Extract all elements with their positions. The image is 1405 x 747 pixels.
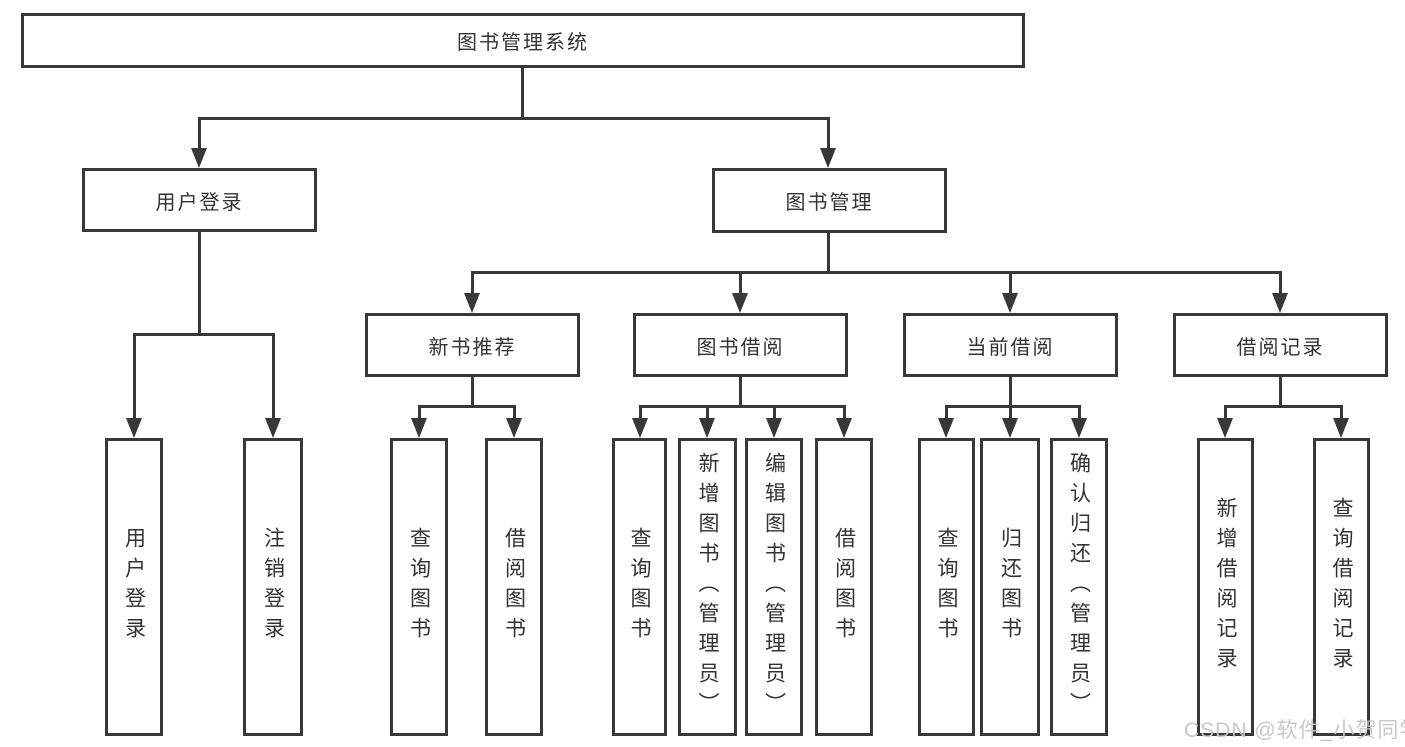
leaf-cb-query-books: 查询图书	[918, 438, 975, 736]
leaf-bb-borrow-books-label: 借阅图书	[832, 527, 856, 647]
node-user-login: 用户登录	[82, 168, 317, 232]
leaf-br-query-borrow-record-label: 查询借阅记录	[1330, 497, 1354, 677]
connector-level3-branch	[471, 271, 1281, 274]
arrowhead-cb-leaf1	[938, 418, 954, 438]
connector-cb-leaf2-drop	[1009, 405, 1012, 420]
leaf-br-add-borrow-record: 新增借阅记录	[1197, 438, 1254, 736]
arrowhead-bb-leaf1	[632, 418, 648, 438]
connector-currentborrow-branch	[945, 405, 1081, 408]
leaf-user-login-label: 用户登录	[122, 527, 146, 647]
arrowhead-cb-leaf2	[1002, 418, 1018, 438]
leaf-user-login: 用户登录	[105, 438, 163, 736]
leaf-nb-borrow-books-label: 借阅图书	[502, 527, 526, 647]
leaf-br-add-borrow-record-label: 新增借阅记录	[1214, 497, 1238, 677]
leaf-nb-borrow-books: 借阅图书	[485, 438, 543, 736]
leaf-nb-query-books: 查询图书	[390, 438, 448, 736]
connector-cb-leaf1-drop	[945, 405, 948, 420]
leaf-br-query-borrow-record: 查询借阅记录	[1313, 438, 1370, 736]
connector-borrowrecords-drop	[1279, 271, 1282, 295]
arrowhead-bb-leaf3	[766, 418, 782, 438]
connector-cb-leaf3-drop	[1078, 405, 1081, 420]
connector-leaf-login-drop	[133, 333, 136, 420]
connector-bb-leaf4-drop	[843, 405, 846, 420]
connector-br-leaf2-drop	[1340, 405, 1343, 420]
csdn-watermark: CSDN @软件_小贺同学	[1184, 719, 1405, 742]
connector-borrowrecords-branch	[1224, 405, 1343, 408]
leaf-bb-add-books-admin: 新增图书（管理员）	[678, 438, 737, 736]
arrowhead-br-leaf2	[1333, 418, 1349, 438]
arrowhead-book-mgmt	[820, 148, 836, 168]
node-book-borrow: 图书借阅	[633, 313, 848, 377]
leaf-bb-borrow-books: 借阅图书	[815, 438, 873, 736]
connector-bb-leaf3-drop	[773, 405, 776, 420]
connector-user-login-branch	[133, 333, 275, 336]
connector-bb-leaf1-drop	[639, 405, 642, 420]
connector-book-mgmt-drop	[827, 117, 830, 149]
arrowhead-cb-leaf3	[1071, 418, 1087, 438]
arrowhead-leaf-login	[126, 418, 142, 438]
connector-newbook-branch	[418, 405, 516, 408]
leaf-cb-confirm-return-admin-label: 确认归还（管理员）	[1067, 452, 1091, 722]
arrowhead-br-leaf1	[1217, 418, 1233, 438]
node-borrow-records: 借阅记录	[1173, 313, 1388, 377]
leaf-cb-return-books: 归还图书	[980, 438, 1040, 736]
connector-root-branch	[198, 117, 830, 120]
connector-borrowrecords-stem	[1279, 377, 1282, 408]
arrowhead-nb-leaf1	[411, 418, 427, 438]
node-book-management: 图书管理	[712, 168, 947, 233]
node-library-management-system: 图书管理系统	[21, 13, 1025, 68]
arrowhead-leaf-logout	[265, 418, 281, 438]
connector-bookborrow-stem	[739, 377, 742, 408]
leaf-cb-confirm-return-admin: 确认归还（管理员）	[1050, 438, 1108, 736]
leaf-bb-edit-books-admin-label: 编辑图书（管理员）	[762, 452, 786, 722]
connector-root-stem	[521, 68, 524, 118]
leaf-bb-edit-books-admin: 编辑图书（管理员）	[745, 438, 803, 736]
leaf-bb-query-books: 查询图书	[612, 438, 667, 736]
connector-nb-leaf1-drop	[418, 405, 421, 420]
arrowhead-borrowrecords	[1272, 293, 1288, 313]
connector-newbook-stem	[471, 377, 474, 408]
leaf-cb-query-books-label: 查询图书	[935, 527, 959, 647]
connector-currentborrow-stem	[1009, 377, 1012, 408]
arrowhead-bb-leaf2	[699, 418, 715, 438]
connector-currentborrow-drop	[1009, 271, 1012, 295]
connector-leaf-logout-drop	[272, 333, 275, 420]
arrowhead-currentborrow	[1002, 293, 1018, 313]
connector-bookborrow-drop	[739, 271, 742, 295]
leaf-logout: 注销登录	[243, 438, 303, 736]
arrowhead-bookborrow	[732, 293, 748, 313]
leaf-nb-query-books-label: 查询图书	[407, 527, 431, 647]
connector-book-mgmt-stem	[827, 233, 830, 274]
node-current-borrow: 当前借阅	[903, 313, 1118, 377]
arrowhead-newbook	[464, 293, 480, 313]
leaf-cb-return-books-label: 归还图书	[998, 527, 1022, 647]
node-new-book-recommend: 新书推荐	[365, 313, 580, 377]
connector-user-login-drop	[198, 117, 201, 149]
arrowhead-nb-leaf2	[506, 418, 522, 438]
connector-bb-leaf2-drop	[706, 405, 709, 420]
connector-br-leaf1-drop	[1224, 405, 1227, 420]
leaf-logout-label: 注销登录	[261, 527, 285, 647]
connector-newbook-drop	[471, 271, 474, 295]
connector-bookborrow-branch	[639, 405, 846, 408]
connector-nb-leaf2-drop	[513, 405, 516, 420]
leaf-bb-add-books-admin-label: 新增图书（管理员）	[696, 452, 720, 722]
connector-user-login-stem	[198, 232, 201, 336]
leaf-bb-query-books-label: 查询图书	[628, 527, 652, 647]
arrowhead-user-login	[191, 148, 207, 168]
arrowhead-bb-leaf4	[836, 418, 852, 438]
